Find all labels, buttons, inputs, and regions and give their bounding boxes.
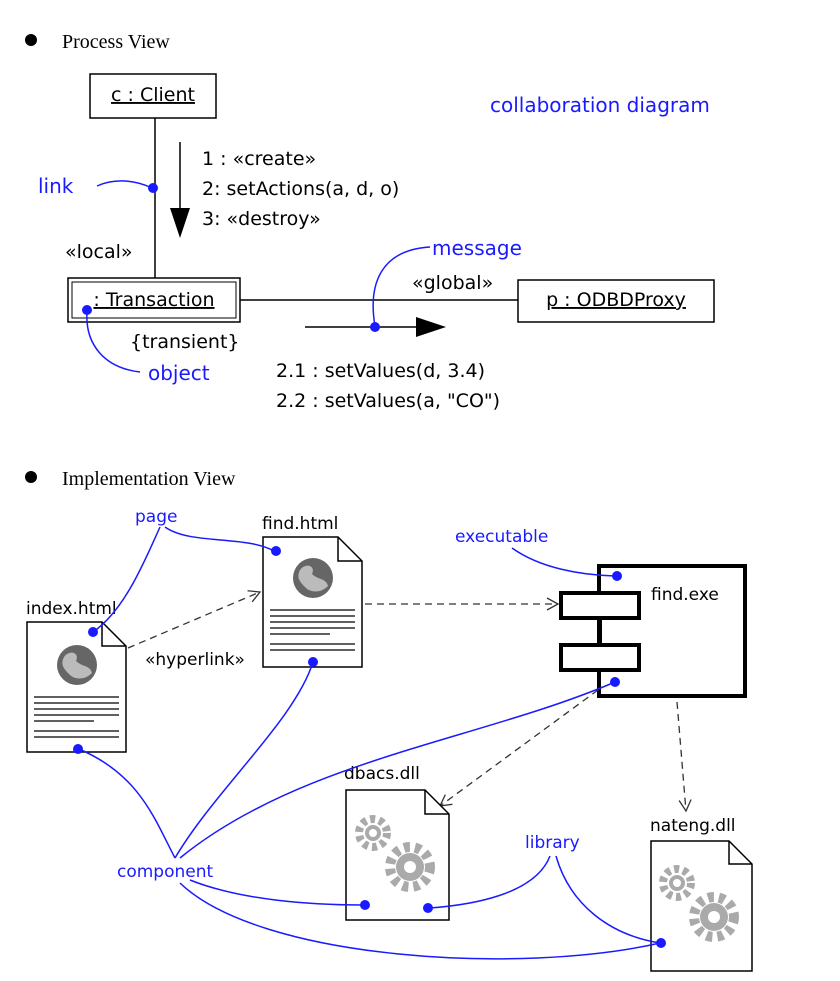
client-object-label: c : Client: [111, 84, 195, 106]
component-annotation: component: [117, 862, 214, 882]
link-annotation-connector: [96, 180, 153, 189]
link-annotation: link: [38, 174, 74, 198]
sub-message-2-1: 2.1 : setValues(d, 3.4): [276, 360, 485, 382]
library-dbacs-dot: [423, 903, 433, 913]
local-stereotype: «local»: [65, 241, 133, 263]
executable-dot: [612, 571, 622, 581]
message-1: 1 : «create»: [202, 148, 316, 170]
message-arrow-head: [170, 208, 190, 238]
object-annotation: object: [148, 361, 210, 385]
executable-annotation: executable: [455, 527, 548, 547]
component-find-connector: [174, 661, 314, 859]
client-object: [89, 73, 217, 119]
library-nateng-connector: [555, 855, 661, 944]
executable-connector: [511, 547, 616, 577]
transaction-object-label: : Transaction: [93, 289, 214, 311]
transaction-active-border: [71, 281, 237, 319]
library-annotation: library: [525, 833, 580, 853]
component-find-dot: [308, 657, 318, 667]
dbacs-dll-label: dbacs.dll: [344, 764, 420, 784]
component-dbacs-dot: [360, 900, 370, 910]
find-html-page-icon: [262, 536, 363, 668]
exe-nateng-dependency: [676, 701, 692, 813]
proxy-object: [517, 279, 715, 323]
message-annotation-connector: [372, 246, 431, 327]
page-find-dot: [271, 546, 281, 556]
transaction-object: [67, 277, 241, 323]
global-stereotype: «global»: [412, 272, 493, 294]
exe-dbacs-dependency: [438, 689, 599, 807]
page-index-dot: [88, 627, 98, 637]
message-2: 2: setActions(a, d, o): [202, 178, 399, 200]
component-exe-dot: [610, 677, 620, 687]
component-exe-connector: [179, 681, 616, 859]
page-annotation: page: [135, 507, 177, 527]
implementation-bullet: [25, 471, 37, 483]
link-annotation-dot: [148, 183, 158, 193]
nateng-dll-library-icon: [650, 840, 753, 972]
find-html-label: find.html: [262, 514, 338, 534]
component-index-connector: [78, 748, 176, 859]
message-3: 3: «destroy»: [202, 208, 321, 230]
object-annotation-connector: [86, 311, 141, 373]
proxy-object-label: p : ODBDProxy: [546, 289, 686, 311]
hyperlink-dependency: [127, 590, 262, 649]
message-annotation: message: [432, 236, 522, 260]
page-find-connector: [164, 526, 275, 552]
implementation-view-heading: Implementation View: [62, 468, 236, 490]
index-html-page-icon: [26, 621, 127, 753]
component-nateng-connector: [179, 882, 661, 960]
object-annotation-dot: [82, 305, 92, 315]
nateng-dll-label: nateng.dll: [650, 816, 736, 836]
find-exe-component: [559, 564, 747, 698]
component-dbacs-connector: [189, 879, 364, 906]
page-index-connector: [92, 526, 161, 633]
transient-constraint: {transient}: [130, 331, 239, 353]
process-bullet: [25, 34, 37, 46]
library-nateng-dot: [656, 938, 666, 948]
find-exe-label: find.exe: [651, 585, 719, 605]
hyperlink-stereotype: «hyperlink»: [145, 650, 245, 670]
sub-message-2-2: 2.2 : setValues(a, "CO"): [276, 390, 500, 412]
process-view-heading: Process View: [62, 31, 170, 53]
library-dbacs-connector: [429, 855, 551, 909]
index-html-label: index.html: [26, 599, 117, 619]
collaboration-diagram-label: collaboration diagram: [490, 93, 710, 117]
sub-message-arrow-head: [416, 317, 446, 337]
component-index-dot: [73, 744, 83, 754]
dbacs-dll-library-icon: [345, 789, 450, 921]
message-annotation-dot: [370, 322, 380, 332]
